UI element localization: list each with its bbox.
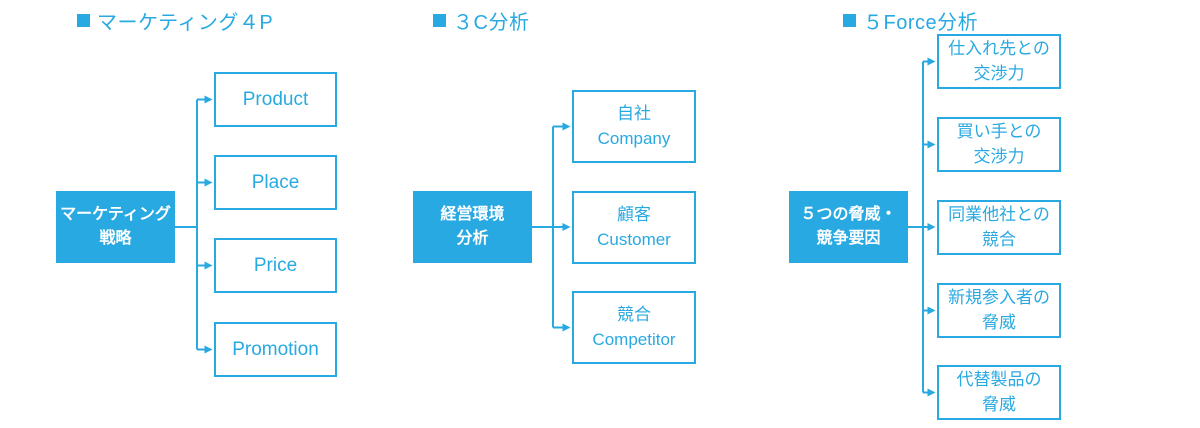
node-label: Price — [253, 254, 298, 276]
node-label: 同業他社との — [948, 204, 1050, 224]
node-label: 競合 — [982, 229, 1016, 249]
square-bullet-icon — [433, 14, 446, 27]
root-node-five-threats: ５つの脅威・ 競争要因 — [789, 191, 908, 263]
heading-label: ５Force分析 — [863, 12, 979, 34]
node-label: 新規参入者の — [948, 287, 1050, 307]
node-label: 脅威 — [982, 394, 1016, 414]
node-industry-rivalry: 同業他社との 競合 — [937, 200, 1061, 255]
node-substitutes-threat: 代替製品の 脅威 — [937, 365, 1061, 420]
root-label-line: 競争要因 — [816, 230, 881, 247]
node-buyer-bargaining-power: 買い手との 交渉力 — [937, 117, 1061, 172]
node-label: 買い手との — [956, 121, 1042, 141]
heading-label: マーケティング４P — [97, 12, 274, 34]
square-bullet-icon — [77, 14, 90, 27]
node-label: Place — [251, 171, 300, 193]
node-label: 脅威 — [982, 312, 1016, 332]
root-label-line: 戦略 — [99, 230, 132, 247]
root-node-business-environment-analysis: 経営環境 分析 — [413, 191, 532, 263]
root-node-marketing-strategy: マーケティング 戦略 — [56, 191, 175, 263]
heading-3c-analysis: ３C分析 — [433, 6, 529, 35]
heading-marketing-4p: マーケティング４P — [77, 6, 273, 35]
node-customer: 顧客 Customer — [572, 191, 696, 264]
node-new-entrants-threat: 新規参入者の 脅威 — [937, 283, 1061, 338]
node-label: 代替製品の — [956, 369, 1042, 389]
node-promotion: Promotion — [214, 322, 337, 377]
node-label: 仕入れ先との — [948, 38, 1050, 58]
node-label: 競合 — [617, 304, 651, 324]
root-label-line: ５つの脅威・ — [800, 206, 897, 223]
node-label: Company — [597, 128, 671, 148]
node-label: Competitor — [592, 329, 676, 349]
node-label: 自社 — [617, 103, 651, 123]
node-company: 自社 Company — [572, 90, 696, 163]
node-product: Product — [214, 72, 337, 127]
node-label: 顧客 — [617, 204, 651, 224]
root-label-line: 経営環境 — [440, 206, 505, 223]
node-label: 交渉力 — [973, 63, 1025, 83]
node-price: Price — [214, 238, 337, 293]
heading-label: ３C分析 — [453, 12, 530, 34]
node-competitor: 競合 Competitor — [572, 291, 696, 364]
node-label: 交渉力 — [973, 146, 1025, 166]
heading-5force-analysis: ５Force分析 — [843, 6, 978, 35]
node-place: Place — [214, 155, 337, 210]
node-label: Customer — [597, 229, 671, 249]
root-label-line: マーケティング — [60, 206, 171, 223]
node-label: Product — [242, 88, 309, 110]
node-supplier-bargaining-power: 仕入れ先との 交渉力 — [937, 34, 1061, 89]
square-bullet-icon — [843, 14, 856, 27]
node-label: Promotion — [232, 338, 319, 360]
root-label-line: 分析 — [456, 230, 489, 247]
